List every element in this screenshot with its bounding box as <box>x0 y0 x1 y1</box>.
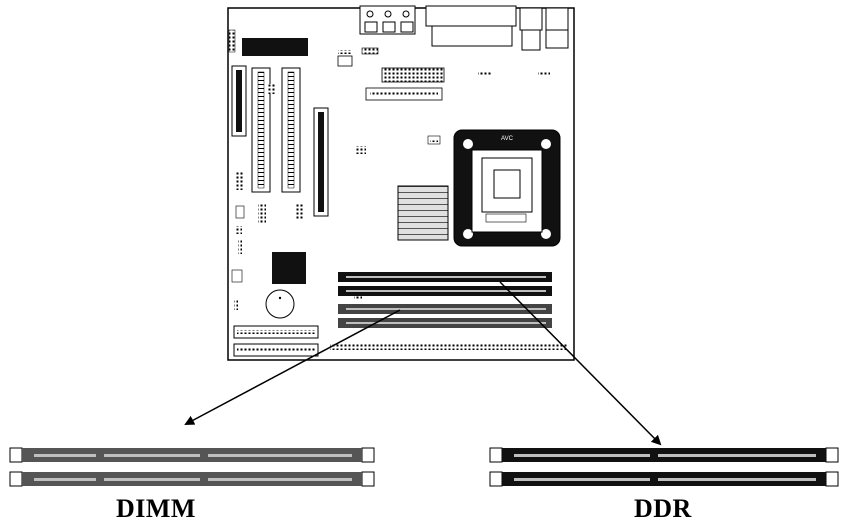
dimm-slot <box>9 447 375 487</box>
chipset-heatsink <box>397 185 449 241</box>
rear-io-connectors <box>359 5 569 51</box>
bios-chip <box>242 38 308 56</box>
dimm-label: DIMM <box>116 494 196 523</box>
cmos-battery <box>265 289 295 319</box>
southbridge-chip <box>272 252 306 284</box>
cpu-socket: AVC <box>453 129 561 247</box>
pci-slots <box>251 67 301 193</box>
cpu-mark: AVC <box>501 136 514 142</box>
motherboard: AVC <box>227 5 575 361</box>
arrow-to-ddr <box>499 281 662 446</box>
atx-power-connector <box>381 67 445 83</box>
board-memory-slots <box>338 272 552 328</box>
ddr-slot <box>489 447 839 487</box>
arrow-to-dimm <box>184 309 401 425</box>
ddr-label: DDR <box>634 494 692 523</box>
